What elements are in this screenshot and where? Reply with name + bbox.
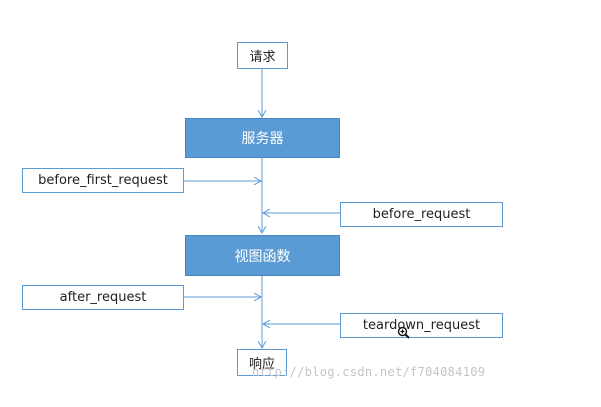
- watermark-text: http://blog.csdn.net/f704084109: [252, 365, 486, 379]
- node-before-first-request: before_first_request: [22, 168, 184, 193]
- node-request: 请求: [237, 42, 288, 69]
- node-view-function: 视图函数: [185, 235, 340, 276]
- node-server: 服务器: [185, 118, 340, 158]
- node-after-request: after_request: [22, 285, 184, 310]
- zoom-cursor-icon: [397, 326, 410, 339]
- node-before-request: before_request: [340, 202, 503, 227]
- node-response: 响应: [237, 349, 287, 376]
- node-teardown-request: teardown_request: [340, 313, 503, 338]
